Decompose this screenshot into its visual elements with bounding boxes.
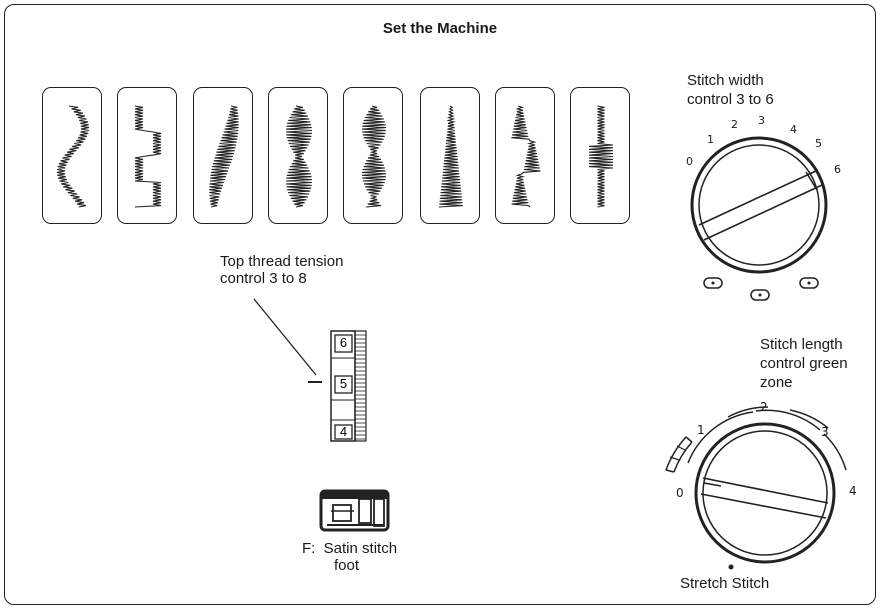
stitch-pattern-tile [117,87,177,224]
stitch-width-tick-3: 3 [758,114,765,127]
stitch-length-tick-0: 0 [676,486,684,500]
tension-label-line2: control 3 to 8 [220,270,307,287]
stitch-pattern-2-icon [134,105,162,208]
stitch-width-tick-0: 0 [686,155,693,168]
stitch-length-dial-mark [703,482,722,487]
tension-callout-line [253,298,317,376]
tension-number-4: 4 [339,424,348,439]
stitch-pattern-tile [193,87,253,224]
stitch-length-dial-outer [694,422,836,564]
stitch-length-tick-3: 3 [821,425,829,439]
stitch-pattern-tile [268,87,328,224]
stitch-length-dial [665,406,847,570]
tension-dial [330,330,367,442]
stretch-stitch-dot [728,564,734,570]
stitch-length-tick-4: 4 [849,484,857,498]
tension-label-line1: Top thread tension [220,253,344,270]
foot-label-line1: F: Satin stitch [302,540,398,557]
stitch-width-tick-2: 2 [731,118,738,131]
stitch-length-tick-2: 2 [760,400,768,414]
tension-number-6: 6 [339,335,348,350]
stitch-width-tick-6: 6 [834,163,841,176]
stretch-zone-arc-outer [665,436,687,471]
stitch-width-button-center [750,289,770,301]
stitch-width-label-line1: Stitch width [687,72,764,89]
stitch-pattern-8-icon [588,105,614,208]
satin-stitch-foot-icon [319,489,390,532]
stitch-length-dial-pointer-top [702,477,829,504]
stitch-pattern-3-icon [209,105,239,208]
stitch-width-dial-pointer-bottom [703,184,823,241]
stitch-length-label-line1: Stitch length [760,336,843,353]
stitch-pattern-tile [343,87,403,224]
stitch-length-tick-1: 1 [697,423,705,437]
stitch-width-dial [690,136,828,301]
stitch-width-dial-inner [698,144,820,266]
stitch-pattern-6-icon [438,105,463,208]
stitch-width-tick-5: 5 [815,137,822,150]
stitch-width-button-left [703,277,723,289]
stitch-width-dial-mark [805,171,818,191]
stitch-width-label-line2: control 3 to 6 [687,91,774,108]
stitch-pattern-tile [495,87,555,224]
stitch-width-tick-1: 1 [707,133,714,146]
stretch-stitch-label: Stretch Stitch [680,575,770,592]
stitch-pattern-5-icon [361,105,387,208]
stitch-length-dial-pointer-bottom [700,493,827,519]
foot-label-line2: foot [334,557,360,574]
stretch-zone-arc-inner [673,441,693,473]
stitch-pattern-7-icon [511,105,541,208]
stitch-length-label-line2: control green [760,355,848,372]
stitch-width-dial-outer [690,136,828,274]
stitch-pattern-tile [570,87,630,224]
stitch-pattern-1-icon [56,105,90,208]
stitch-length-label-line3: zone [760,374,793,391]
stitch-pattern-tile [420,87,480,224]
stitch-length-dial-inner [702,430,828,556]
tension-number-5: 5 [339,376,348,391]
stitch-width-tick-4: 4 [790,123,797,136]
stitch-width-dial-pointer-top [698,169,819,226]
stitch-pattern-tile [42,87,102,224]
stitch-pattern-4-icon [285,105,313,208]
stitch-width-button-right [799,277,819,289]
page-title: Set the Machine [382,20,498,37]
